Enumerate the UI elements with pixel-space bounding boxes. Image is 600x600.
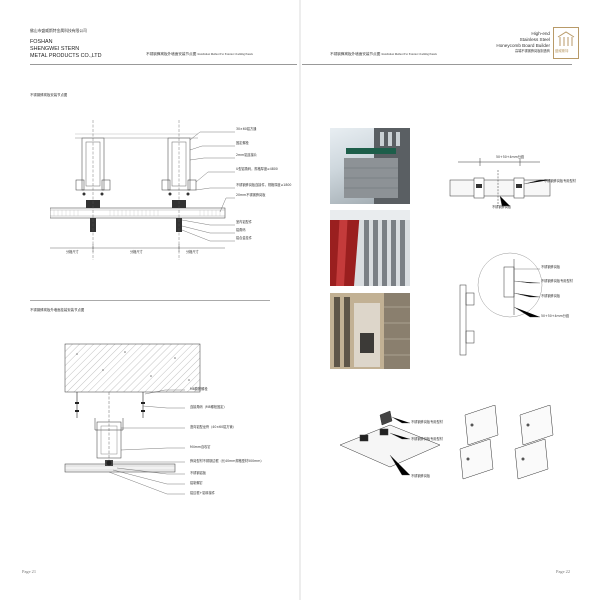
page-spine xyxy=(299,0,301,600)
left-page-number: Page 21 xyxy=(22,569,37,574)
photo-facade-1-art xyxy=(344,128,410,204)
photo-facade-1 xyxy=(330,128,410,204)
right-header-title-en: Installation Method For Exterior Claddin… xyxy=(381,53,437,56)
s1-label-1: 30×60铝方通 xyxy=(236,127,257,131)
brand-line2: Stainless Steel xyxy=(519,37,550,42)
section-divider xyxy=(30,300,270,301)
brand-cn: 高端不锈钢蜂窝板制造商 xyxy=(514,49,550,53)
s2-label-3: 竖向铝型龙骨（40×60铝方管） xyxy=(190,425,236,429)
logo-mark-icon xyxy=(557,31,575,46)
s1-label-4: U型铝角码，规格厚度≥4800 xyxy=(236,167,278,171)
company-name-en: FOSHAN SHENGWEI STERN METAL PRODUCTS CO.… xyxy=(30,39,101,60)
d2-label-1: 不锈钢蜂窝板 xyxy=(541,265,561,269)
right-header-title: 不锈钢蜂窝板外墙面安装节点图 Installation Method For E… xyxy=(330,52,437,57)
section2-drawing xyxy=(64,343,201,495)
brand-tagline: High-end Stainless Steel Honeycomb Board… xyxy=(486,31,550,54)
photo-facade-2-art xyxy=(330,210,410,286)
company-name-cn: 佛山市盛威斯特金属科技有限公司 xyxy=(30,28,87,33)
detail2-drawing xyxy=(459,252,543,356)
section2-title: 不锈钢蜂窝板外墙面挂装安装节点图 xyxy=(30,308,85,312)
s1-label-3: 2mm铝连接片 xyxy=(236,153,257,157)
d2-label-2: 不锈钢蜂窝板专用型材 xyxy=(541,279,573,283)
s1-dim-left: 分格尺寸 xyxy=(66,250,79,254)
s1-dim-center: 分格尺寸 xyxy=(130,250,143,254)
detail3-drawing xyxy=(339,405,554,480)
s1-label-8: 铝角码 xyxy=(236,228,246,232)
panel-band xyxy=(50,207,226,219)
detail1-drawing xyxy=(449,158,551,207)
concrete-wall xyxy=(64,343,201,393)
company-en-line1: FOSHAN xyxy=(30,39,53,45)
d3-label-2: 不锈钢蜂窝板专用型材 xyxy=(411,437,443,441)
s2-label-5: 蜂窝型材不锈钢边框（长40mm规格型材500mm） xyxy=(190,459,264,463)
s2-label-8: 铝边框+铝转接件 xyxy=(190,491,215,495)
s1-label-9: 铝合金挂件 xyxy=(236,236,252,240)
logo-text: 盛威斯特 xyxy=(555,49,569,53)
photo-facade-3 xyxy=(330,293,410,369)
d3-label-1: 不锈钢蜂窝板专用型材 xyxy=(411,420,443,424)
d2-label-3: 不锈钢蜂窝板 xyxy=(541,294,561,298)
s1-dim-right: 分格尺寸 xyxy=(186,250,199,254)
brand-line3: Honeycomb Board Builder xyxy=(496,43,550,48)
d3-label-3: 不锈钢蜂窝板 xyxy=(411,474,431,478)
s1-label-6: 20mm不锈钢蜂窝板 xyxy=(236,193,266,197)
company-logo: 盛威斯特 xyxy=(553,27,579,59)
brand-line1: High-end xyxy=(531,31,550,36)
right-page-number: Page 22 xyxy=(556,569,571,574)
company-en-line2: SHENGWEI STERN xyxy=(30,46,80,52)
left-header-title-en: Installation Method For Exterior Claddin… xyxy=(197,53,253,56)
s2-label-2: 连接角码（M8螺栓固定） xyxy=(190,405,227,409)
company-en-line3: METAL PRODUCTS CO.,LTD xyxy=(30,53,102,59)
d1-label-1: 不锈钢蜂窝板专用型材 xyxy=(544,179,576,183)
s2-label-1: M8膨胀螺栓 xyxy=(190,387,208,391)
right-header-rule xyxy=(302,64,572,65)
honeycomb-panel xyxy=(64,463,176,473)
s1-label-7: 室内铝型件 xyxy=(236,220,252,224)
d1-dim: 50+50+4mm分缝 xyxy=(496,155,525,159)
section1-title: 不锈钢蜂窝板安装节点图 xyxy=(30,93,68,97)
s1-label-5: 不锈钢蜂窝板连接件，规格厚度≥1800 xyxy=(236,183,292,187)
s2-label-6: 不锈钢铝板 xyxy=(190,471,206,475)
left-header-title-cn: 不锈钢蜂窝板外墙面安装节点图 xyxy=(146,52,197,56)
left-header-rule xyxy=(30,64,297,65)
right-header-title-cn: 不锈钢蜂窝板外墙面安装节点图 xyxy=(330,52,381,56)
photo-facade-2 xyxy=(330,210,410,286)
d1-label-2: 不锈钢蜂窝板 xyxy=(492,205,512,209)
s1-label-2: 固定螺栓 xyxy=(236,141,249,145)
section1-drawing xyxy=(50,120,235,260)
s2-label-4: M4mm自攻钉 xyxy=(190,445,211,449)
s2-label-7: 铝制螺钉 xyxy=(190,481,203,485)
d2-label-4: 50+50+4mm分缝 xyxy=(541,314,570,318)
left-header-title: 不锈钢蜂窝板外墙面安装节点图 Installation Method For E… xyxy=(146,52,253,57)
photo-facade-3-art xyxy=(330,293,410,369)
